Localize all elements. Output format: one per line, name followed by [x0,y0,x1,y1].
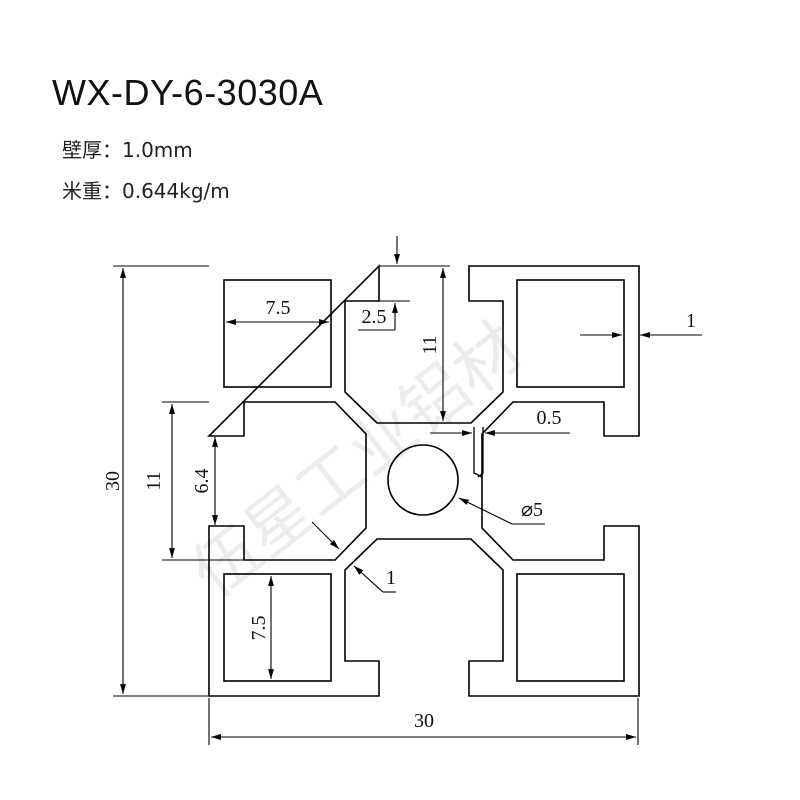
cell-bottom-left [223,573,332,682]
center-split-notch [473,427,484,478]
dim-slot-depth-left: 11 [143,471,165,490]
dim-slot-depth-top: 11 [419,335,441,354]
dim-hole-diameter: ⌀5 [521,499,543,521]
wall-thickness-label: 壁厚： [62,138,122,162]
dim-slot-opening: 6.4 [191,469,213,494]
cell-top-right [516,279,625,388]
center-hole [387,444,459,516]
dim-cell-height: 7.5 [248,616,270,641]
weight-spec: 米重：0.644kg/m [62,175,230,204]
dim-wall-right: 1 [686,310,696,332]
weight-value: 0.644kg/m [122,179,230,203]
dim-overall-height: 30 [102,471,124,491]
profile-model-title: WX-DY-6-3030A [52,72,324,113]
wall-thickness-spec: 壁厚：1.0mm [62,134,193,163]
dim-cell-width: 7.5 [266,297,291,319]
dim-web-thickness: 1 [386,567,396,589]
weight-label: 米重： [62,179,122,203]
cell-bottom-right [516,573,625,682]
dim-overall-width: 30 [414,710,434,732]
cell-top-left [223,279,332,388]
dim-lip-thickness: 2.5 [362,306,387,328]
wall-thickness-value: 1.0mm [122,138,193,162]
dim-gap: 0.5 [537,407,562,429]
